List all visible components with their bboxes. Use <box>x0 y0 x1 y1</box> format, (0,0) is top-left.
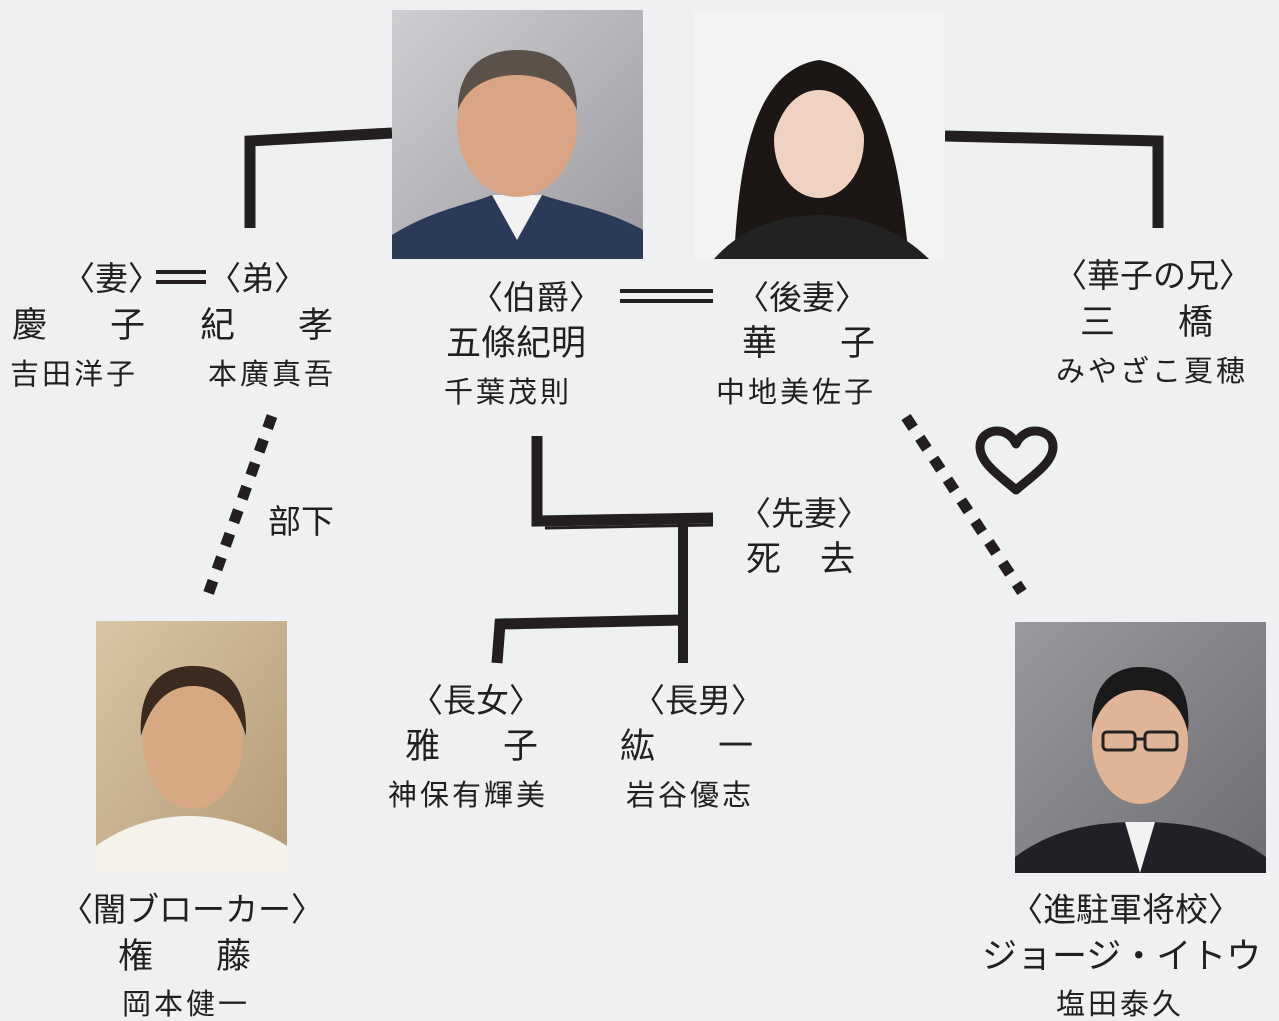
gondo-actor: 岡本健一 <box>122 987 251 1021</box>
count-brother-line <box>244 127 393 228</box>
noritaka-character: 紀 孝 <box>200 306 348 346</box>
first-wife-role: 〈先妻〉 <box>738 494 870 533</box>
noritaka-role: 〈弟〉 <box>208 259 307 298</box>
masako-character: 雅 子 <box>405 727 553 767</box>
keiko-role: 〈妻〉 <box>62 259 161 298</box>
keiko-actor: 吉田洋子 <box>10 357 139 391</box>
photo-count <box>392 10 643 259</box>
first-wife-status: 死 去 <box>746 540 858 580</box>
count-character: 五條紀明 <box>446 324 587 364</box>
hanako-character: 華 子 <box>742 324 890 364</box>
ito-actor: 塩田泰久 <box>1056 987 1185 1021</box>
hanako-brother-line <box>944 130 1164 228</box>
heart-icon <box>975 426 1058 495</box>
koichi-role: 〈長男〉 <box>632 681 764 720</box>
koichi-actor: 岩谷優志 <box>626 778 755 812</box>
mitsuhashi-character: 三 橋 <box>1080 303 1228 343</box>
photo-hanako <box>694 10 945 259</box>
masako-actor: 神保有輝美 <box>388 778 549 812</box>
keiko-character: 慶 子 <box>12 306 160 346</box>
hanako-role: 〈後妻〉 <box>736 278 868 317</box>
ito-role: 〈進駐軍将校〉 <box>1010 890 1241 929</box>
count-firstwife-line <box>531 436 714 527</box>
photo-officer <box>1015 622 1266 873</box>
count-actor: 千葉茂則 <box>444 375 573 409</box>
subordinate-label: 部下 <box>268 502 334 541</box>
love-dotted-line <box>901 413 1027 596</box>
hanako-actor: 中地美佐子 <box>716 375 877 409</box>
koichi-character: 紘 一 <box>620 727 768 767</box>
mitsuhashi-actor: みやざこ夏穂 <box>1056 354 1249 388</box>
gondo-character: 権 藤 <box>118 937 266 977</box>
count-role: 〈伯爵〉 <box>470 278 602 317</box>
mitsuhashi-role: 〈華子の兄〉 <box>1054 256 1252 295</box>
gondo-role: 〈闇ブローカー〉 <box>60 890 324 929</box>
noritaka-actor: 本廣真吾 <box>208 357 337 391</box>
masako-role: 〈長女〉 <box>410 681 542 720</box>
ito-character: ジョージ・イトウ <box>982 937 1262 977</box>
subordinate-dotted-line <box>199 414 278 605</box>
photo-broker <box>96 621 287 873</box>
